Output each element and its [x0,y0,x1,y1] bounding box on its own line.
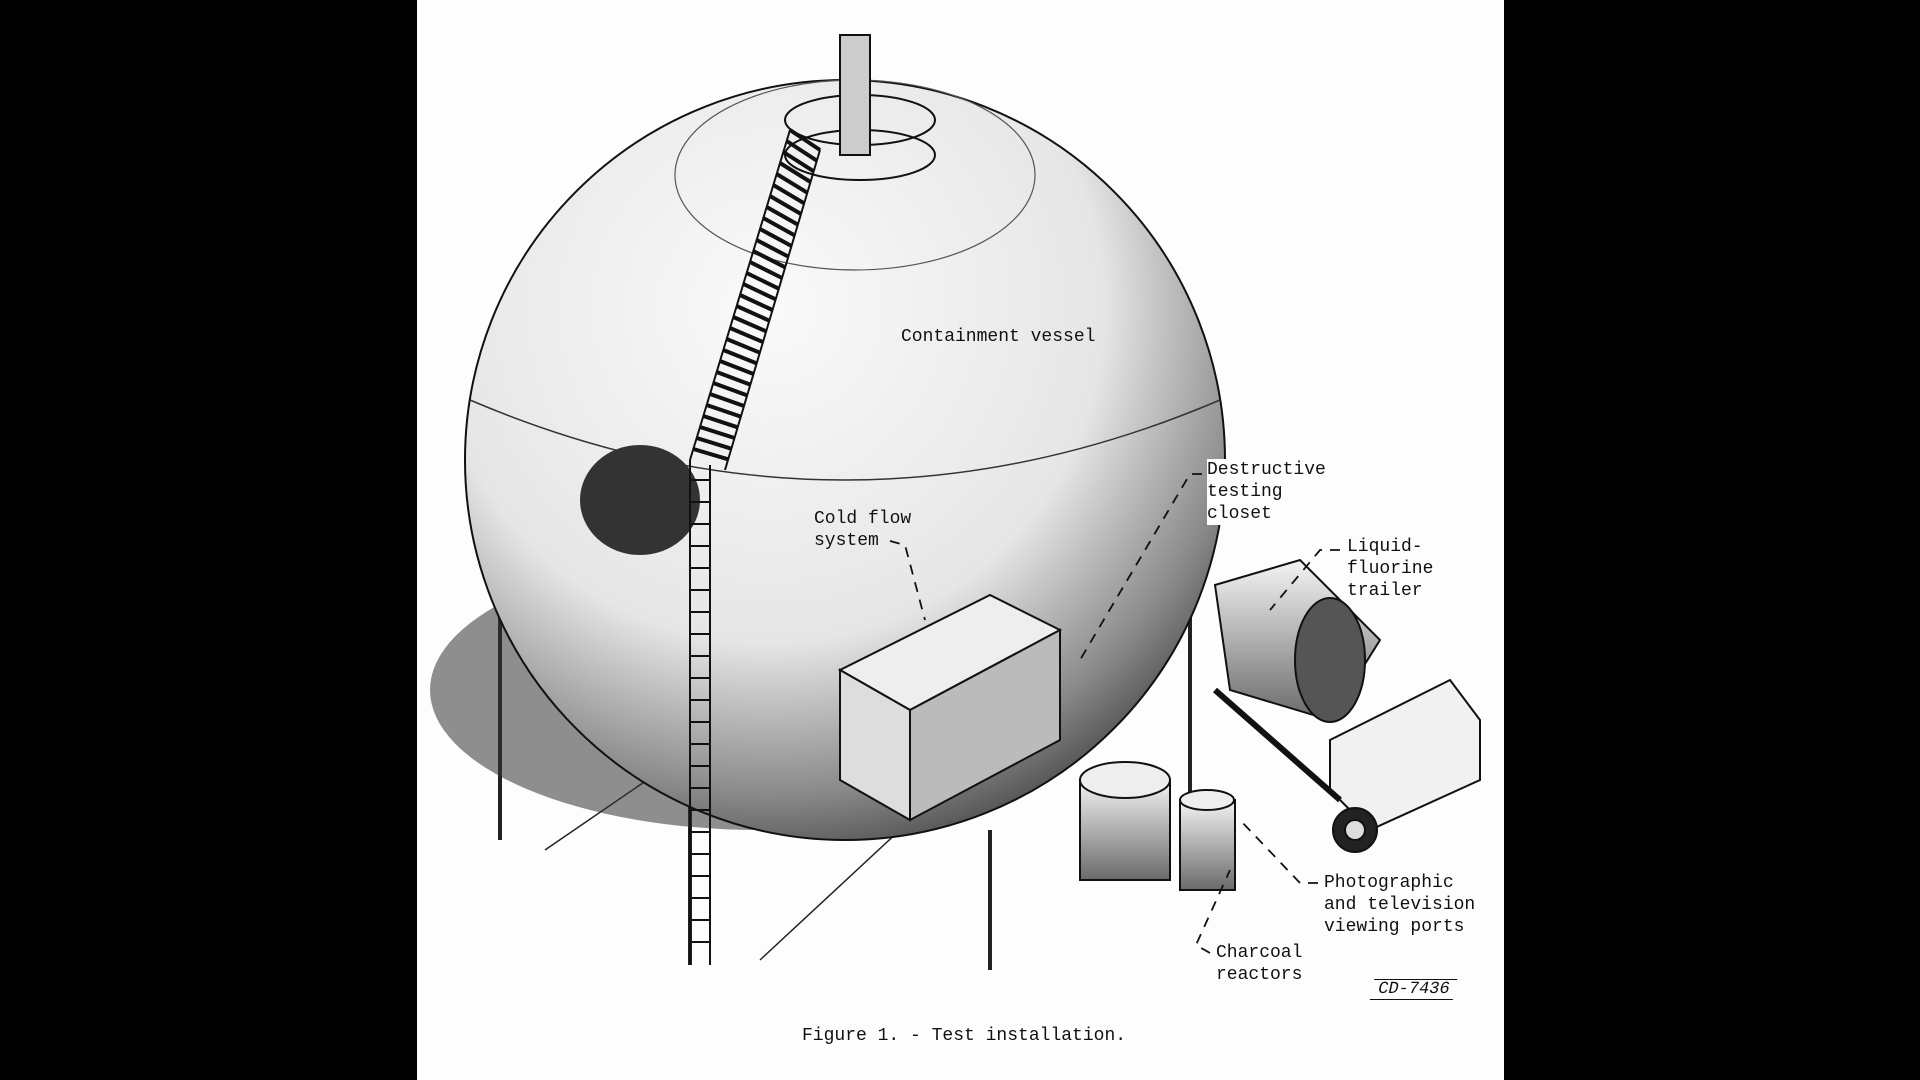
label-line: fluorine [1347,559,1434,579]
label-line: testing [1207,482,1283,502]
label-line: closet [1207,504,1272,524]
stair-tread [768,194,803,216]
stair-tread [712,381,748,398]
stair-tread [778,161,812,184]
liquid-fluorine-trailer [1213,558,1481,853]
stair-tread [739,293,774,312]
label-line: reactors [1216,965,1303,985]
stair-tread [745,271,780,291]
stair-tread [742,282,777,302]
stair-tread [782,150,815,174]
stair-tread [752,249,787,270]
stair-tread [692,447,729,462]
label-line: system [814,531,879,551]
stair-tread [755,238,790,259]
label-line: Destructive [1207,460,1326,480]
label-line: viewing ports [1324,917,1465,937]
stair-tread [759,227,793,248]
label-line: Charcoal [1216,943,1303,963]
figure-caption: Figure 1. - Test installation. [802,1026,1127,1046]
label-line: and television [1324,895,1476,915]
stair-tread [772,183,806,206]
stair-tread [725,337,761,355]
cold-flow-system [837,593,1063,822]
label-line: Liquid- [1347,537,1423,557]
hatch-opening [580,445,700,555]
charcoal-reactors [1079,761,1236,891]
stair-tread [706,403,742,419]
label-line: trailer [1347,581,1423,601]
stair-tread [722,348,758,366]
stair-tread [749,260,783,280]
stair-tread [702,414,739,430]
label-line: Cold flow [814,509,912,529]
stair-tread [709,392,745,408]
stair-tread [732,315,767,334]
stair-tread [765,205,799,227]
drawing-number: CD-7436 [1369,979,1458,1000]
stair-tread [735,304,771,323]
leader-lines [889,473,1340,954]
label-containment-vessel: Containment vessel [901,326,1095,348]
stair-tread [715,370,752,387]
stair-tread [719,359,755,376]
stair-tread [775,172,809,195]
stair-tread [785,139,818,163]
label-text: Containment vessel [901,327,1096,347]
stair-tread [699,425,736,440]
stair-tread [729,326,764,344]
stair-tread [696,436,732,451]
label-line: Photographic [1324,873,1454,893]
stair-tread [788,128,822,152]
stair-tread [762,216,796,238]
